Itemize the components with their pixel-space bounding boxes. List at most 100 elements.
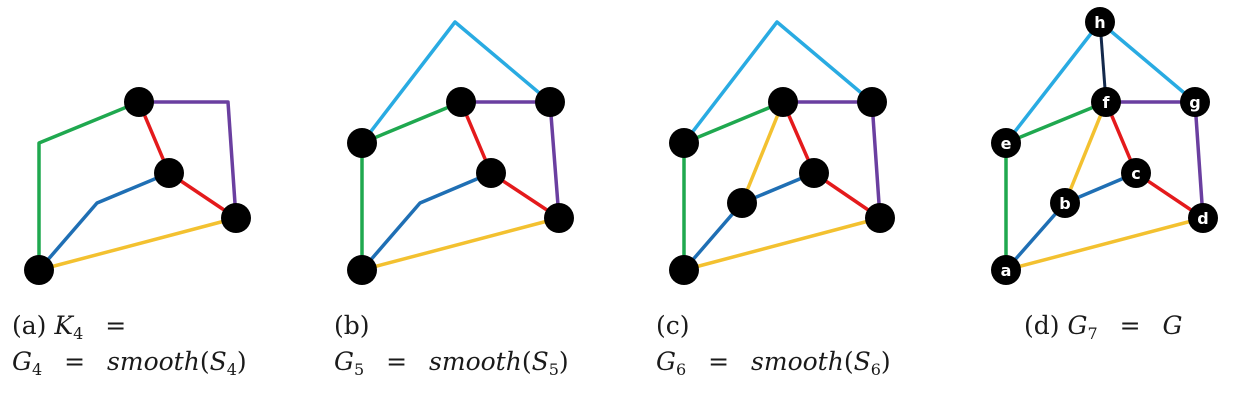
node — [347, 128, 377, 158]
caption-c-tag: (c) — [656, 311, 690, 340]
caption-b-line2: G5 = smooth(S5) — [334, 347, 569, 385]
caption-c-g-sub: 6 — [675, 360, 687, 379]
edge-blue — [360, 171, 492, 272]
node — [476, 158, 506, 188]
edge-blue — [37, 171, 170, 272]
node — [857, 87, 887, 117]
graph-diagrams: h f g e c b d a — [24, 7, 1218, 285]
node — [347, 255, 377, 285]
node-h: h — [1085, 7, 1115, 37]
caption-b-s-sub: 5 — [548, 360, 559, 379]
node — [768, 87, 798, 117]
caption-c-g-symbol: G — [656, 347, 676, 376]
caption-b-fn: smooth — [429, 347, 522, 376]
node — [535, 87, 565, 117]
edge-purple — [461, 100, 561, 219]
caption-b-tag: (b) — [334, 311, 370, 340]
caption-a-eq2: = — [64, 347, 86, 376]
node — [154, 158, 184, 188]
node-c: c — [1121, 158, 1151, 188]
edge-yellow — [1005, 216, 1204, 272]
edge-red — [137, 101, 237, 220]
caption-c-s-sub: 6 — [870, 360, 881, 379]
node-label-e: e — [1001, 134, 1012, 153]
caption-a-close: ) — [236, 347, 247, 376]
edge-yellow — [1063, 101, 1108, 204]
caption-c-fn: smooth — [751, 347, 844, 376]
caption-a-k-sub: 4 — [73, 324, 84, 343]
edge-green — [37, 100, 140, 270]
edge-red — [1104, 101, 1204, 220]
caption-b-open: ( — [521, 347, 532, 376]
node — [865, 203, 895, 233]
caption-a-s-symbol: S — [209, 347, 227, 376]
node — [669, 255, 699, 285]
caption-b-s-symbol: S — [531, 347, 549, 376]
node-e: e — [991, 128, 1021, 158]
node — [669, 128, 699, 158]
edge-red — [459, 101, 560, 220]
caption-c-eq: = — [708, 347, 730, 376]
caption-d: (d) G7 = G — [1024, 311, 1182, 349]
caption-b-g-sub: 5 — [353, 360, 365, 379]
caption-c: (c) — [656, 311, 690, 341]
node — [544, 203, 574, 233]
panel-c-graph — [669, 20, 895, 285]
edge-green — [360, 100, 462, 270]
edge-purple — [783, 100, 882, 219]
caption-d-rhs: G — [1162, 311, 1183, 340]
node-a: a — [991, 255, 1021, 285]
edge-purple — [139, 100, 238, 219]
caption-d-g-symbol: G — [1067, 311, 1088, 340]
node — [221, 203, 251, 233]
caption-c-line2: G6 = smooth(S6) — [656, 347, 891, 385]
caption-b-close: ) — [558, 347, 569, 376]
caption-c-open: ( — [843, 347, 854, 376]
edge-purple — [1106, 100, 1205, 219]
caption-b-g-symbol: G — [334, 347, 354, 376]
caption-a-open: ( — [199, 347, 210, 376]
node-label-b: b — [1059, 194, 1070, 213]
node-label-h: h — [1094, 13, 1105, 32]
caption-d-tag: (d) — [1024, 311, 1060, 340]
node-g: g — [1180, 87, 1210, 117]
node-label-g: g — [1189, 93, 1200, 112]
caption-a-eq1: = — [105, 311, 127, 340]
caption-a-g-symbol: G — [12, 347, 32, 376]
edge-yellow — [683, 216, 881, 272]
edge-cyan — [360, 20, 552, 145]
edge-red — [781, 101, 881, 220]
caption-d-eq: = — [1119, 311, 1141, 340]
node — [446, 87, 476, 117]
caption-a-s-sub: 4 — [226, 360, 237, 379]
node-b: b — [1050, 188, 1080, 218]
node-f: f — [1091, 87, 1121, 117]
caption-a-fn: smooth — [107, 347, 200, 376]
edge-yellow — [740, 101, 785, 204]
panel-d-graph: h f g e c b d a — [991, 7, 1218, 285]
edge-yellow — [38, 216, 237, 272]
edge-green — [682, 100, 784, 270]
caption-a-k-symbol: K — [54, 311, 74, 340]
node-d: d — [1188, 203, 1218, 233]
caption-c-s-symbol: S — [853, 347, 871, 376]
edge-yellow — [361, 216, 560, 272]
caption-a: (a) K4 = — [12, 311, 140, 349]
node-label-f: f — [1103, 93, 1111, 112]
caption-a-tag: (a) — [12, 311, 47, 340]
node — [727, 188, 757, 218]
node-label-c: c — [1131, 164, 1140, 183]
panel-b-graph — [347, 20, 574, 285]
panel-a-graph — [24, 87, 251, 285]
caption-c-close: ) — [880, 347, 891, 376]
node-label-d: d — [1197, 209, 1208, 228]
caption-a-line2: G4 = smooth(S4) — [12, 347, 247, 385]
caption-a-g-sub: 4 — [31, 360, 43, 379]
node-label-a: a — [1001, 261, 1012, 280]
node — [124, 87, 154, 117]
caption-b-eq: = — [386, 347, 408, 376]
node — [24, 255, 54, 285]
caption-d-g-sub: 7 — [1087, 324, 1098, 343]
edge-cyan — [682, 20, 874, 145]
edge-green — [1004, 100, 1107, 270]
